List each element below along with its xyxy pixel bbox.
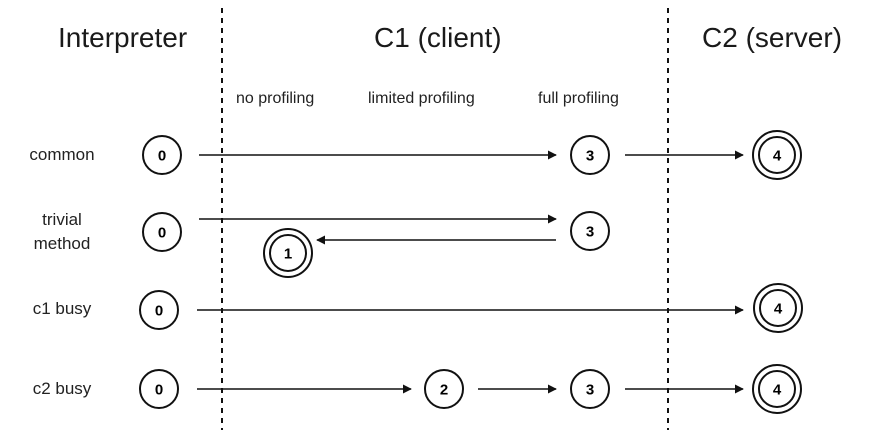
subcolumn-limited-profiling: limited profiling: [368, 90, 475, 107]
row-label-c1-busy: c1 busy: [20, 297, 104, 321]
node-label: 0: [158, 148, 166, 165]
node-label: 2: [440, 382, 448, 399]
node-label: 3: [586, 148, 594, 165]
row-label-line: common: [29, 145, 95, 164]
node-label: 0: [155, 382, 163, 399]
row-label-c2-busy: c2 busy: [20, 377, 104, 401]
node-common-level-0: 0: [142, 135, 182, 175]
node-label: 0: [155, 303, 163, 320]
row-label-line: trivial: [42, 210, 82, 229]
column-title-c1: C1 (client): [374, 22, 502, 53]
node-label: 4: [773, 382, 782, 399]
node-label: 4: [774, 301, 783, 318]
node-trivial-level-0: 0: [142, 212, 182, 252]
row-label-line: c1 busy: [32, 299, 92, 318]
node-trivial-level-1-terminal: 1: [263, 228, 313, 278]
node-label: 0: [158, 225, 166, 242]
node-label: 1: [284, 246, 292, 263]
node-c1busy-level-0: 0: [139, 290, 179, 330]
column-title-interpreter: Interpreter: [58, 22, 188, 53]
column-title-c2: C2 (server): [702, 22, 843, 53]
node-label: 4: [773, 148, 782, 165]
subcolumn-full-profiling: full profiling: [538, 90, 619, 107]
node-c1busy-level-4-terminal: 4: [753, 283, 803, 333]
subcolumn-no-profiling: no profiling: [236, 90, 315, 107]
row-label-trivial-method: trivial method: [20, 208, 104, 256]
row-label-line: method: [33, 234, 91, 253]
node-c2busy-level-4-terminal: 4: [752, 364, 802, 414]
node-common-level-4-terminal: 4: [752, 130, 802, 180]
node-label: 3: [586, 382, 594, 399]
row-label-common: common: [20, 143, 104, 167]
node-c2busy-level-0: 0: [139, 369, 179, 409]
node-trivial-level-3: 3: [570, 211, 610, 251]
row-label-line: c2 busy: [32, 379, 92, 398]
node-label: 3: [586, 224, 594, 241]
node-common-level-3: 3: [570, 135, 610, 175]
node-c2busy-level-3: 3: [570, 369, 610, 409]
node-c2busy-level-2: 2: [424, 369, 464, 409]
